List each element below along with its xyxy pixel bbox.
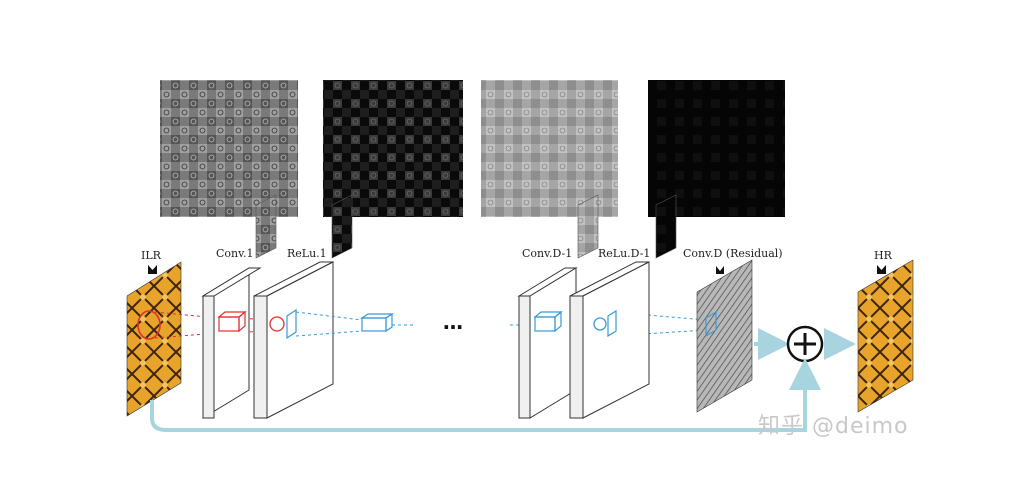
- feature-map-3: [481, 80, 618, 217]
- feature-thumb-2: [331, 194, 353, 259]
- ellipsis: …: [443, 310, 463, 334]
- feature-map-2: [323, 80, 463, 217]
- feature-thumb-4: [655, 194, 677, 259]
- hr-label: HR: [874, 249, 892, 262]
- convd1-block: [517, 267, 578, 419]
- ilr-receptive-field: [137, 310, 161, 340]
- pin-icon: [148, 265, 157, 274]
- watermark: 知乎 @deimo: [758, 414, 909, 439]
- relud1-filter-icon: [607, 309, 617, 338]
- convd-label: Conv.D (Residual): [683, 247, 783, 260]
- blue-projection-1: [295, 311, 414, 337]
- pin-icon: [877, 265, 886, 274]
- mid-filter-icon: [360, 312, 394, 333]
- feature-map-4: [648, 80, 785, 217]
- conv1-filter-icon: [217, 310, 247, 333]
- convd1-label: Conv.D-1: [522, 247, 573, 260]
- feature-map-1: [160, 80, 298, 217]
- skip-connection-arrow: [150, 358, 821, 432]
- convd1-filter-icon: [533, 310, 563, 333]
- ilr-image: [126, 261, 182, 417]
- residual-filter-icon: [705, 310, 717, 338]
- relu1-block: [253, 261, 334, 419]
- conv1-label: Conv.1: [216, 247, 254, 260]
- pin-icon: [716, 266, 724, 274]
- residual-image: [696, 259, 753, 413]
- relud1-activation-icon: [593, 317, 607, 331]
- relu1-activation-icon: [269, 316, 285, 332]
- relud1-label: ReLu.D-1: [598, 247, 651, 260]
- relud1-block: [569, 261, 650, 419]
- feature-thumb-3: [577, 194, 599, 259]
- hr-image: [857, 259, 914, 413]
- ilr-label: ILR: [141, 249, 161, 262]
- relu1-filter-icon: [286, 308, 297, 340]
- conv1-block: [201, 267, 262, 419]
- relu1-label: ReLu.1: [287, 247, 327, 260]
- sum-icon: [786, 325, 824, 363]
- feature-thumb-1: [255, 194, 277, 259]
